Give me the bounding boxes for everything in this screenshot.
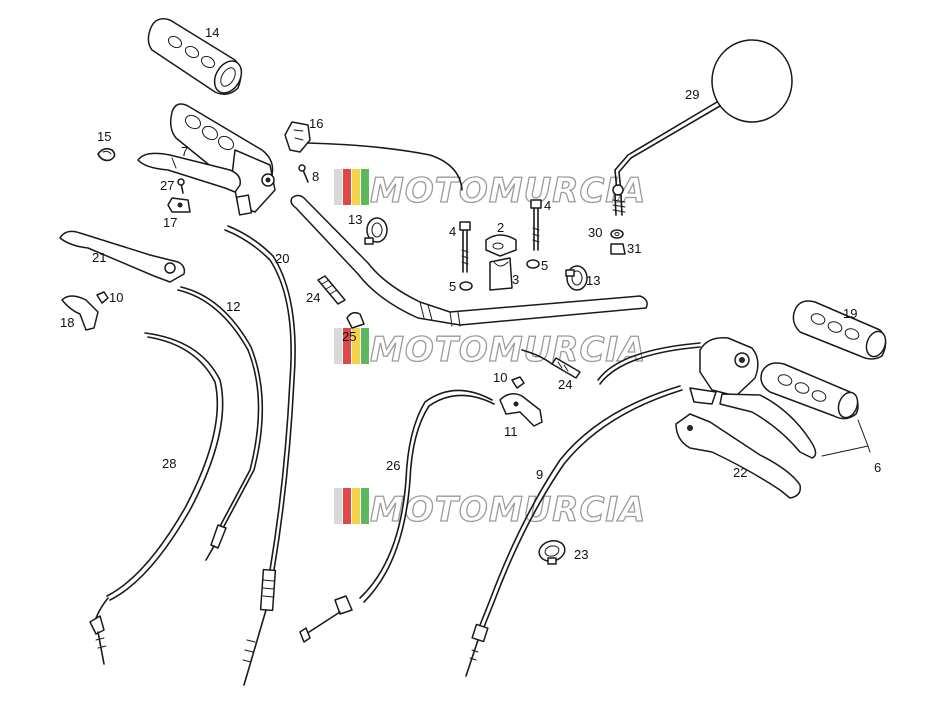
callout-30: 30 [588, 225, 602, 240]
choke-cable [307, 142, 463, 191]
stop-switch-24a [317, 275, 346, 305]
plug-25 [346, 311, 365, 329]
clutch-lever-21 [59, 230, 186, 283]
callout-5a: 5 [449, 279, 456, 294]
nut-10b [511, 376, 525, 389]
callout-10b: 10 [493, 370, 507, 385]
watermark-text: MOTOMURCIA [370, 171, 646, 211]
brake-cable-9 [465, 385, 683, 677]
handlebar [290, 194, 648, 327]
callout-7: 7 [181, 144, 188, 159]
callout-18: 18 [60, 315, 74, 330]
choke-lever-16 [284, 121, 311, 153]
speedometer-cable-28 [89, 332, 224, 665]
switch-wire [597, 342, 701, 381]
screw-8 [298, 164, 309, 183]
bracket-18 [61, 295, 99, 331]
callout-13b: 13 [586, 273, 600, 288]
callout-28: 28 [162, 456, 176, 471]
washer-5a [459, 281, 473, 291]
callout-5b: 5 [541, 258, 548, 273]
switch-wire-2 [599, 346, 701, 385]
callouts: 14 15 7 27 17 16 8 13 4 2 4 5 3 5 13 29 … [60, 25, 881, 562]
callout-15: 15 [97, 129, 111, 144]
washer-5b [526, 259, 540, 269]
bracket-17 [167, 197, 191, 213]
cable-clamp-13a [364, 217, 388, 245]
bolt-4b [530, 199, 542, 251]
callout-14: 14 [205, 25, 219, 40]
callout-25: 25 [342, 329, 356, 344]
callout-17: 17 [163, 215, 177, 230]
clutch-cable-20 [224, 225, 296, 686]
callout-21: 21 [92, 250, 106, 265]
callout-9: 9 [536, 467, 543, 482]
pin-27 [177, 178, 185, 194]
bolt-4a [459, 221, 471, 273]
right-grip-19 [792, 300, 887, 360]
callout-31: 31 [627, 241, 641, 256]
washer-30 [610, 229, 624, 239]
watermark-text: MOTOMURCIA [370, 330, 646, 370]
upper-clamp-2 [485, 234, 517, 257]
nut-31 [610, 243, 626, 255]
watermark-middle: MOTOMURCIA [334, 328, 646, 371]
watermark-text: MOTOMURCIA [370, 490, 646, 530]
stop-switch-24b [521, 349, 581, 379]
right-switch-assembly [689, 337, 817, 459]
spring-clip [97, 147, 116, 162]
clutch-lever [137, 152, 242, 193]
callout-26: 26 [386, 458, 400, 473]
right-grip-6 [760, 362, 859, 420]
callout-13a: 13 [348, 212, 362, 227]
callout-4b: 4 [544, 198, 551, 213]
mirror [612, 39, 793, 216]
leader-6 [821, 419, 871, 457]
callout-11: 11 [504, 424, 518, 439]
nut-10a [96, 291, 109, 304]
callout-2: 2 [497, 220, 504, 235]
callout-24b: 24 [558, 377, 572, 392]
watermark-bottom: MOTOMURCIA [334, 488, 646, 531]
callout-3: 3 [512, 272, 519, 287]
callout-23: 23 [574, 547, 588, 562]
callout-20: 20 [275, 251, 289, 266]
lower-clamp-3 [489, 257, 513, 291]
lever-bracket-11 [499, 393, 543, 427]
callout-16: 16 [309, 116, 323, 131]
watermark-top: MOTOMURCIA [334, 169, 646, 212]
callout-27: 27 [160, 178, 174, 193]
callout-29: 29 [685, 87, 699, 102]
callout-12: 12 [226, 299, 240, 314]
throttle-cable-12 [177, 286, 264, 561]
callout-4a: 4 [449, 224, 456, 239]
cable-clamp-23 [538, 540, 566, 565]
callout-10a: 10 [109, 290, 123, 305]
callout-24a: 24 [306, 290, 320, 305]
callout-22: 22 [733, 465, 747, 480]
callout-19: 19 [843, 306, 857, 321]
choke-cable-26 [299, 389, 495, 643]
brake-lever-22 [675, 413, 802, 499]
leader-7 [171, 157, 177, 169]
cable-clamp-13b [565, 265, 588, 291]
left-grip [147, 18, 243, 95]
callout-8: 8 [312, 169, 319, 184]
callout-6: 6 [874, 460, 881, 475]
